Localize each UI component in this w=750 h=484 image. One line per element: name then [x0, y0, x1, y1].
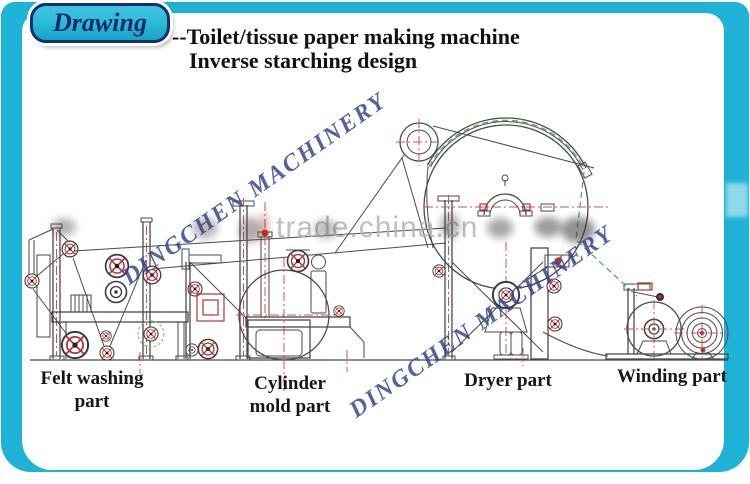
- winding-section: [605, 282, 730, 360]
- web-path: [575, 171, 638, 297]
- blur-smudge: [259, 213, 269, 241]
- label-cylinder-mold-part: Cylinder mold part: [249, 373, 331, 417]
- blur-smudge: [561, 217, 595, 243]
- blur-smudge: [239, 217, 261, 243]
- drawing-badge: Drawing: [30, 3, 170, 43]
- blur-smudge: [314, 219, 338, 239]
- content-area: [22, 13, 724, 470]
- blur-smudge: [52, 218, 76, 236]
- blur-smudge: [440, 213, 460, 239]
- label-dryer-part: Dryer part: [464, 370, 552, 391]
- frame-highlight: [726, 183, 748, 217]
- page-title: --Toilet/tissue paper making machine Inv…: [172, 25, 520, 73]
- title-line-1: --Toilet/tissue paper making machine: [172, 24, 520, 49]
- site-watermark: trade.china.cn: [276, 211, 479, 244]
- label-felt-washing-part: Felt washing part: [40, 368, 144, 412]
- label-winding-part: Winding part: [617, 366, 727, 387]
- blur-smudge: [192, 217, 218, 239]
- drawing-badge-label: Drawing: [53, 8, 147, 37]
- title-line-2: Inverse starching design: [189, 48, 418, 73]
- dryer-section: [396, 117, 610, 366]
- blur-smudge: [534, 217, 562, 237]
- cylinder-mold-section: [181, 198, 365, 393]
- felt-washing-section: [24, 217, 219, 374]
- blur-smudge: [487, 218, 513, 238]
